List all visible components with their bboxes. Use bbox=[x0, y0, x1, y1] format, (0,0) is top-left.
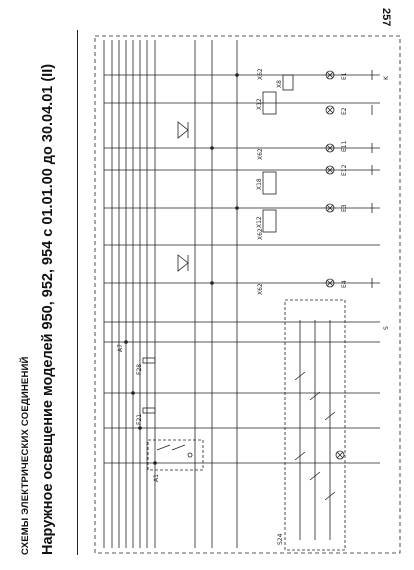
ref-f21: F21 bbox=[136, 414, 143, 425]
ref-e3: E3 bbox=[341, 204, 348, 212]
light-switch-s24 bbox=[284, 299, 346, 551]
ref-a7: A7 bbox=[117, 344, 124, 352]
ref-x62-3: X62 bbox=[257, 228, 264, 240]
ref-e2: E2 bbox=[341, 107, 348, 115]
ref-e12: E12 bbox=[341, 164, 348, 176]
lamp-e11 bbox=[325, 143, 335, 153]
ref-f28: F28 bbox=[136, 364, 143, 375]
ref-x8: X8 bbox=[276, 80, 283, 88]
ref-s24: S24 bbox=[277, 533, 284, 545]
ref-x62-4: X62 bbox=[257, 283, 264, 295]
connector-x12-upper bbox=[262, 91, 277, 115]
ref-x12-2: X12 bbox=[256, 216, 263, 228]
ref-e1: E1 bbox=[341, 72, 348, 80]
diode-symbol-upper bbox=[177, 121, 189, 139]
ref-x18: X18 bbox=[256, 178, 263, 190]
ref-x62-2: X62 bbox=[257, 148, 264, 160]
connector-x12-lower bbox=[262, 209, 277, 233]
connector-x18 bbox=[262, 171, 277, 195]
junction-dots bbox=[124, 73, 239, 465]
ref-s: S bbox=[383, 326, 390, 330]
diagram-frame bbox=[94, 35, 401, 554]
ref-x62-1: X62 bbox=[257, 68, 264, 80]
lamp-e12 bbox=[325, 165, 335, 175]
lamp-e4 bbox=[325, 278, 335, 288]
lamp-e3 bbox=[325, 203, 335, 213]
lamp-e1 bbox=[325, 70, 335, 80]
ref-k: K bbox=[383, 75, 390, 80]
diode-symbol-lower bbox=[177, 254, 189, 272]
lamp-e2 bbox=[325, 105, 335, 115]
ref-e11: E11 bbox=[341, 140, 348, 152]
connector-x8 bbox=[282, 74, 294, 91]
branch-wires bbox=[104, 74, 380, 464]
title-divider bbox=[77, 30, 78, 555]
reference-labels: A7 F21 F28 A1 S24 X62 X62 X62 X62 X8 X12… bbox=[117, 68, 390, 545]
fuse-f21 bbox=[142, 407, 156, 414]
supply-bus bbox=[103, 40, 238, 548]
fuse-f28 bbox=[142, 357, 156, 364]
relay-block-a1 bbox=[147, 439, 204, 471]
lamp-e5 bbox=[335, 450, 345, 460]
ref-x12-1: X12 bbox=[256, 98, 263, 110]
ref-a1: A1 bbox=[153, 474, 160, 482]
ref-e4: E4 bbox=[341, 280, 348, 288]
